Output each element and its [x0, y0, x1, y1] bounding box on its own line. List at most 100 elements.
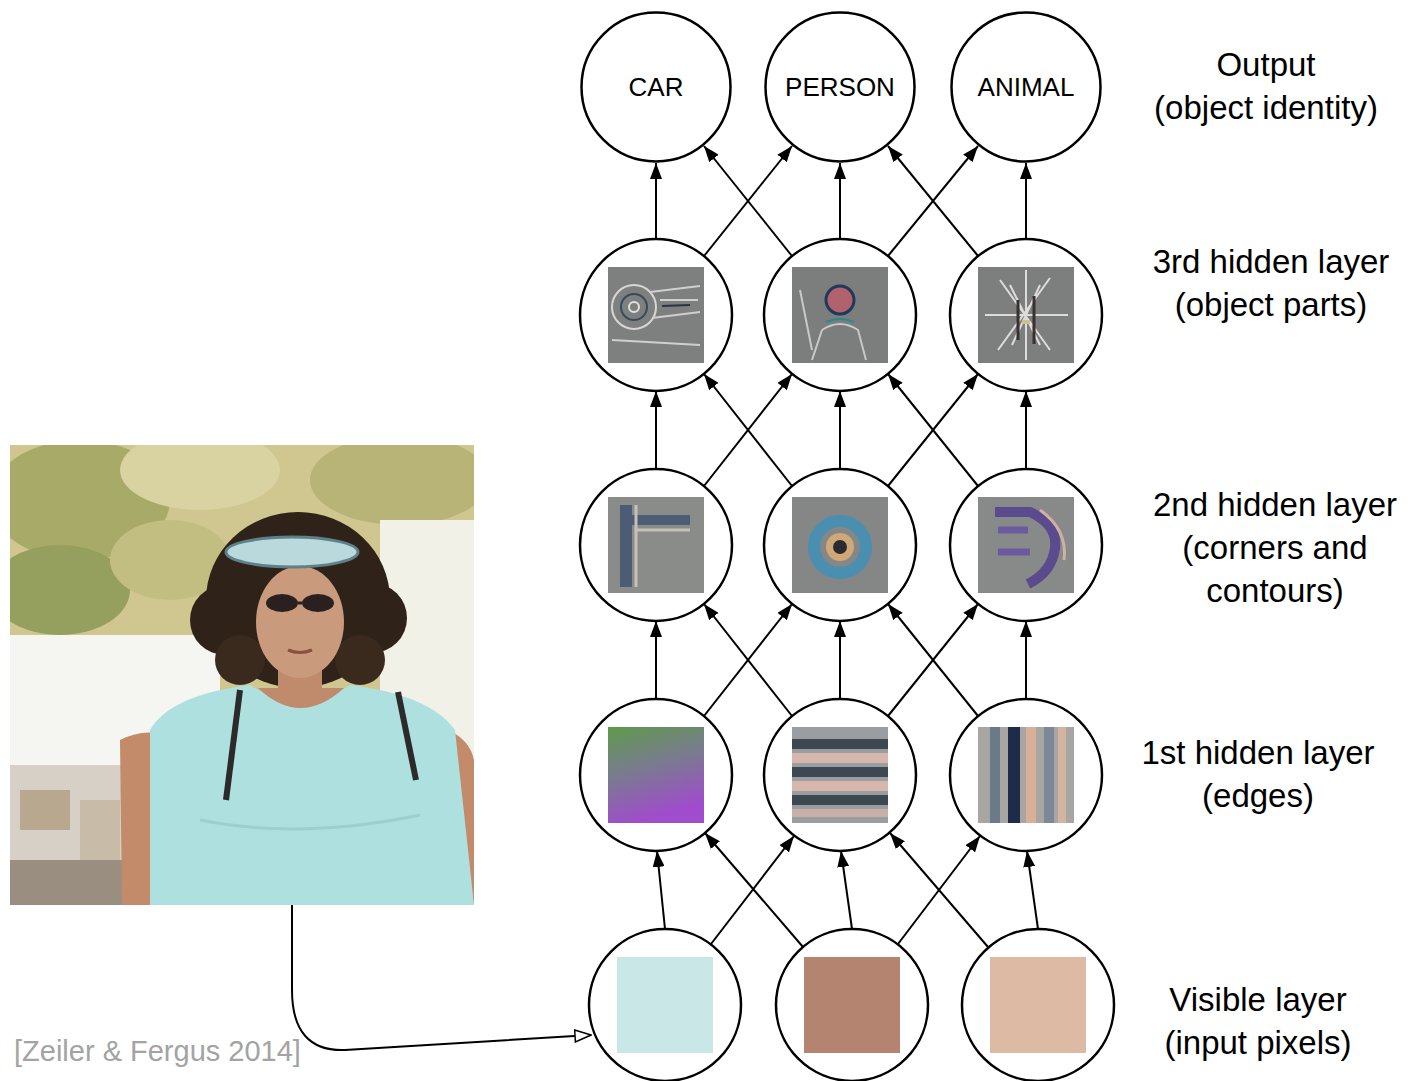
input-photo-part — [288, 650, 312, 653]
feature-object-parts-part — [612, 285, 656, 329]
feature-object-parts-part — [612, 286, 700, 345]
feature-object-parts-part — [662, 305, 690, 306]
node-circle — [582, 13, 731, 162]
input-photo-part — [310, 445, 474, 525]
arrow — [1025, 391, 1027, 469]
input-photo-part — [298, 602, 302, 605]
feature-corners-part — [792, 497, 888, 593]
arrow — [888, 146, 978, 256]
feature-edges-part — [792, 781, 888, 791]
arrow — [705, 833, 803, 947]
layer-label: 1st hidden layer (edges) — [1142, 734, 1375, 814]
feature-edges-part — [792, 809, 888, 817]
citation: [Zeiler & Fergus 2014] — [14, 1035, 301, 1067]
feature-object-parts-part — [1018, 296, 1034, 344]
arrow — [704, 146, 792, 256]
feature-object-parts-part — [1022, 320, 1030, 324]
layer-label-box: Output (object identity) — [1151, 44, 1382, 130]
feature-object-parts-part — [792, 267, 888, 363]
input-photo-part — [256, 566, 344, 678]
arrow — [704, 604, 792, 716]
output-node: ANIMAL — [950, 11, 1102, 163]
arrow — [657, 851, 665, 929]
feature-corners-part — [1040, 510, 1065, 560]
feature-corners-part — [814, 521, 866, 573]
layer-label-box: 2nd hidden layer (corners and contours) — [1150, 484, 1401, 613]
feature-edges-part — [978, 727, 1074, 823]
hidden-units — [580, 239, 1114, 1081]
arrow — [841, 851, 852, 929]
arrow — [839, 163, 841, 239]
output-node: PERSON — [764, 11, 916, 163]
feature-edges-part — [1026, 727, 1036, 823]
unit-circle — [950, 239, 1102, 391]
unit-circle — [764, 469, 916, 621]
arrow — [888, 374, 978, 486]
layer-label-box: [Zeiler & Fergus 2014] — [14, 1033, 301, 1071]
unit-circle — [764, 699, 916, 851]
layer-label-box: 1st hidden layer (edges) — [1136, 732, 1380, 818]
layer-label-box: Visible layer (input pixels) — [1136, 979, 1380, 1065]
layer-label: 2nd hidden layer (corners and contours) — [1153, 486, 1397, 609]
input-photo-part — [150, 685, 474, 905]
input-photo-part — [258, 688, 344, 708]
arrow — [888, 374, 978, 486]
input-pixels-part — [990, 957, 1086, 1053]
feature-corners-part — [620, 515, 690, 525]
input-pixels — [617, 957, 1086, 1053]
unit-circle — [580, 239, 732, 391]
input-photo-part — [215, 635, 265, 685]
feature-object-parts-part — [621, 294, 647, 320]
input-photo-part — [335, 635, 385, 685]
input-photo-part — [20, 790, 70, 830]
feature-edges-part — [1044, 727, 1054, 823]
input-photo-part — [200, 815, 420, 829]
input-photo — [10, 445, 474, 905]
node-text-box: CAR — [580, 11, 732, 163]
feature-edges-part — [608, 727, 704, 823]
feature-object-parts-part — [985, 270, 1068, 360]
node-circle — [952, 13, 1101, 162]
wrap-gutter — [1151, 44, 1168, 87]
arrow — [888, 604, 978, 716]
class-name: PERSON — [785, 72, 895, 103]
arrow — [711, 836, 794, 944]
arrow — [655, 621, 657, 699]
unit-circle — [580, 699, 732, 851]
arrow — [839, 391, 841, 469]
feature-object-parts-part — [978, 267, 1074, 363]
feature-edges-part — [792, 753, 888, 763]
feature-corners-part — [826, 533, 854, 561]
unit-circle — [589, 929, 741, 1081]
arrow — [839, 621, 841, 699]
feature-edges-part — [990, 727, 1000, 823]
layer-label: 3rd hidden layer (object parts) — [1153, 243, 1390, 323]
feature-corners-part — [995, 512, 1055, 584]
arrow — [655, 163, 657, 239]
feature-corners-part — [978, 497, 1074, 593]
feature-edges-part — [792, 795, 888, 805]
wrap-gutter — [1365, 44, 1382, 87]
arrow — [1027, 851, 1038, 929]
arrow — [704, 604, 792, 716]
arrow — [1025, 163, 1027, 239]
feature-object-parts-part — [608, 267, 704, 363]
feature-edges-part — [1008, 727, 1020, 823]
arrow — [890, 833, 988, 947]
feature-corners-part — [636, 505, 690, 587]
feature-corners-part — [833, 540, 847, 554]
input-photo-part — [266, 594, 298, 612]
feature-object-parts — [608, 267, 1074, 363]
unit-circle — [962, 929, 1114, 1081]
feature-edges-part — [1058, 727, 1066, 823]
input-pixels-part — [617, 957, 713, 1053]
arrow — [704, 374, 792, 486]
unit-circle — [950, 469, 1102, 621]
layer-label: Visible layer (input pixels) — [1164, 981, 1351, 1061]
input-photo-part — [302, 594, 334, 612]
arrow — [704, 146, 792, 256]
arrow — [655, 391, 657, 469]
feature-edges-part — [792, 727, 888, 823]
